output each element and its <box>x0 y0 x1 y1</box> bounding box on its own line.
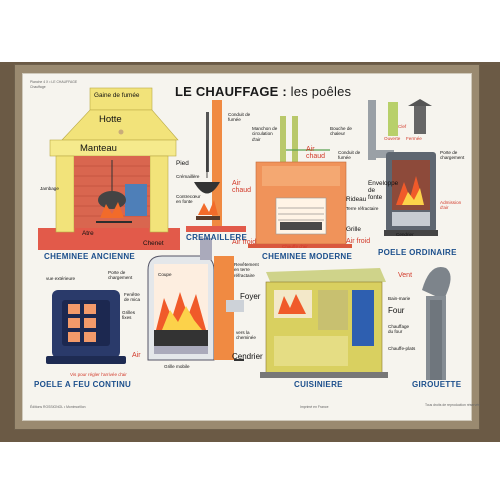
label-air-continu: Air <box>132 352 141 359</box>
label-vis: Vis pour régler l'arrivée d'air <box>70 372 127 377</box>
label-cremaillere: Crémaillère <box>176 174 200 179</box>
label-conduit-fumee: Conduit de fumée <box>228 112 251 123</box>
label-grille: Grille <box>346 226 361 233</box>
caption-cheminee-ancienne: CHEMINEE ANCIENNE <box>44 252 136 261</box>
label-ferme: Fermée <box>406 136 422 141</box>
label-bouche: Bouche de chaleur <box>330 126 352 137</box>
caption-cheminee-moderne: CHEMINEE MODERNE <box>262 252 353 261</box>
label-gaine: Gaine de fumée <box>94 92 140 99</box>
label-conduit-moderne: Conduit de fumée <box>338 150 361 161</box>
caption-cremaillere: CREMAILLERE <box>186 233 248 242</box>
label-grilles-fixes: Grilles fixes <box>122 310 136 321</box>
caption-poele-ordinaire: POELE ORDINAIRE <box>378 248 457 257</box>
label-vue-exterieure: vue extérieure <box>46 276 76 281</box>
label-rideau: Rideau <box>346 196 367 203</box>
cheminee-moderne-illustration <box>248 116 352 248</box>
label-air-froid-1: Air froid <box>232 239 257 246</box>
label-manchon: Manchon de circulation d'air <box>252 126 278 142</box>
label-clef: Clef <box>398 124 407 129</box>
label-grille-mobile: Grille mobile <box>164 364 190 369</box>
label-porte-chargement: Porte de chargement <box>440 150 465 161</box>
cremaillere-illustration <box>186 100 246 232</box>
poele-ordinaire-illustration <box>368 99 438 236</box>
label-air-chaud-1: Air chaud <box>232 180 252 194</box>
cuisiniere-illustration <box>260 268 388 378</box>
label-vent: Vent <box>398 272 413 279</box>
label-atre: Atre <box>82 230 94 237</box>
label-cendrier-continu: Cendrier <box>232 352 263 361</box>
label-foyer: Foyer <box>240 292 261 301</box>
label-air-chaud-2: Air chaud <box>306 146 326 160</box>
title-main: LE CHAUFFAGE <box>175 84 279 99</box>
title-sep: : <box>278 84 291 99</box>
girouette-illustration <box>422 266 451 380</box>
poster-header-left-2: Chauffage <box>30 85 46 89</box>
label-chauffage-four: Chauffage du four <box>388 324 410 335</box>
label-revetement: Revêtement en terre réfractaire <box>234 262 259 278</box>
caption-girouette: GIROUETTE <box>412 380 462 389</box>
poele-coupe-illustration <box>147 238 244 361</box>
poster-header-left: Planche 4 X • LE CHAUFFAGE <box>30 80 78 84</box>
label-vers-cheminee: vers la cheminée <box>236 330 256 341</box>
label-air-froid-2: Air froid <box>346 238 371 245</box>
poster-footer-left: Éditions ROSSIGNOL • Montmorillon <box>30 405 86 409</box>
poster-footer-mid: Imprimé en France <box>300 405 329 409</box>
label-enveloppe: Enveloppe de fonte <box>368 180 399 201</box>
label-jambage: Jambage <box>40 186 59 191</box>
label-manteau: Manteau <box>80 143 117 154</box>
label-coupe: Coupe <box>158 272 172 277</box>
page-title: LE CHAUFFAGE : les poêles <box>175 84 351 99</box>
poele-continu-illustration <box>46 290 126 364</box>
label-contrecoeur: Contrecœur en fonte <box>176 194 201 205</box>
label-bain-marie: Bain-marie <box>388 296 411 301</box>
poster-footer-right: Tous droits de reproduction réservés <box>425 403 480 407</box>
label-hotte: Hotte <box>99 114 122 125</box>
label-four: Four <box>388 306 405 315</box>
label-admission: Admission d'air <box>440 200 462 211</box>
label-pied: Pied <box>176 160 189 167</box>
label-fenetre-mica: Fenêtre de mica <box>124 292 141 303</box>
label-ouvert: Ouverte <box>384 136 401 141</box>
label-cendrier-ordinaire: Cendrier <box>396 232 414 237</box>
label-chauffe-air: Chauffe d'air <box>282 244 308 249</box>
label-terre: Terre réfractaire <box>346 206 379 211</box>
label-chauffe-plats: Chauffe-plats <box>388 346 416 351</box>
title-subtitle: les poêles <box>290 84 352 99</box>
cheminee-ancienne-illustration <box>38 87 180 250</box>
label-chenet: Chenet <box>143 240 164 247</box>
caption-poele-continu: POELE A FEU CONTINU <box>34 380 132 389</box>
caption-cuisiniere: CUISINIERE <box>294 380 343 389</box>
label-porte-continu: Porte de chargement <box>108 270 133 281</box>
